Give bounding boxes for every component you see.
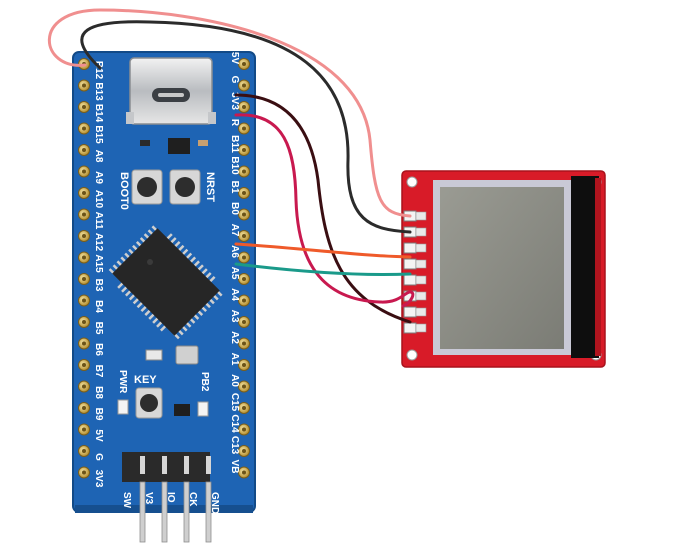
power-led-label: PWR — [117, 370, 128, 394]
right-pin-label: R — [229, 119, 240, 127]
reset-label: NRST — [204, 172, 216, 202]
right-pin-header — [238, 58, 250, 479]
left-pin-labels: B12B13B14B15A8A9A10A11A12A15B3B4B5B6B7B8… — [93, 61, 104, 488]
left-pin-label: B13 — [93, 82, 104, 101]
microcontroller-board: B12B13B14B15A8A9A10A11A12A15B3B4B5B6B7B8… — [72, 51, 256, 543]
transistor — [174, 404, 190, 416]
right-pin-label: B1 — [229, 181, 240, 194]
wire-3v3 — [234, 93, 412, 324]
boot-button[interactable] — [131, 169, 163, 205]
left-pin-label: B4 — [93, 300, 104, 313]
voltage-regulator — [168, 138, 190, 154]
right-pin-label: A3 — [229, 310, 240, 323]
right-pin-label: 5V — [229, 52, 240, 65]
left-pin-label: G — [93, 453, 104, 461]
right-pin-label: A5 — [229, 267, 240, 280]
left-pin-label: A9 — [93, 171, 104, 184]
left-pin-label: A15 — [93, 254, 104, 273]
lcd-mount-hole-bl — [406, 349, 418, 361]
swd-label: CK — [187, 492, 198, 507]
right-pin-label: C13 — [229, 436, 240, 455]
right-pin-label: 3V3 — [229, 92, 240, 110]
lcd-pin[interactable] — [403, 242, 417, 254]
left-pin-label: 5V — [93, 429, 104, 442]
left-pin-label: B5 — [93, 322, 104, 335]
right-pin-label: C15 — [229, 393, 240, 412]
lcd-pin[interactable] — [403, 274, 417, 286]
swd-label: SW — [121, 492, 132, 509]
right-pin-label: VB — [229, 460, 240, 474]
swd-label: GND — [209, 492, 220, 514]
crystal — [175, 345, 199, 365]
right-pin-label: A0 — [229, 374, 240, 387]
lcd-backlight-bar — [571, 176, 599, 358]
smd-resistor — [140, 140, 150, 146]
left-pin-label: B14 — [93, 104, 104, 123]
wire-reset — [234, 113, 415, 308]
smd-capacitor — [198, 140, 208, 146]
lcd-module-icon — [401, 170, 606, 368]
right-pin-label: A1 — [229, 353, 240, 366]
right-pin-label: B10 — [229, 156, 240, 175]
lcd-pin[interactable] — [403, 322, 417, 334]
wire-b12 — [47, 8, 412, 218]
right-pin-label: A2 — [229, 331, 240, 344]
right-pin-label: G — [229, 76, 240, 84]
jumper-wires — [47, 8, 415, 324]
left-pin-label: A8 — [93, 150, 104, 163]
swd-label: IO — [165, 492, 176, 503]
left-pin-label: B12 — [93, 61, 104, 80]
key-label: KEY — [134, 374, 157, 386]
left-pin-label: B3 — [93, 279, 104, 292]
right-pin-label: C14 — [229, 414, 240, 433]
lcd-side-trim — [595, 178, 601, 356]
swd-header: SW V3 IO CK GND — [121, 452, 220, 543]
left-pin-label: 3V3 — [93, 470, 104, 488]
user-led-label: PB2 — [199, 372, 210, 392]
left-pin-header — [78, 58, 90, 479]
left-pin-label: B6 — [93, 343, 104, 356]
wire-b0 — [234, 242, 412, 259]
left-pin-label: B7 — [93, 365, 104, 378]
user-led — [197, 401, 209, 417]
boot-label: BOOT0 — [118, 172, 130, 210]
usb-c-connector-icon[interactable] — [126, 57, 216, 125]
left-pin-label: B8 — [93, 386, 104, 399]
small-crystal — [145, 349, 163, 361]
left-pin-label: A10 — [93, 190, 104, 209]
right-pin-label: B11 — [229, 135, 240, 153]
right-pin-label: B0 — [229, 202, 240, 215]
reset-button[interactable] — [169, 169, 201, 205]
lcd-pin[interactable] — [403, 258, 417, 270]
lcd-glass — [440, 187, 564, 349]
user-key-button[interactable] — [135, 387, 163, 419]
swd-label: V3 — [143, 492, 154, 505]
lcd-mount-hole-tl — [406, 176, 418, 188]
right-pin-label: A7 — [229, 224, 240, 237]
right-pin-label: A4 — [229, 288, 240, 301]
left-pin-label: A12 — [93, 233, 104, 252]
left-pin-label: B15 — [93, 125, 104, 144]
wire-ground — [80, 20, 412, 234]
mcu-chip — [108, 225, 223, 340]
power-led — [117, 399, 129, 415]
right-pin-label: A6 — [229, 245, 240, 258]
wire-a7 — [234, 262, 412, 276]
left-pin-label: A11 — [93, 212, 104, 230]
lcd-pin[interactable] — [403, 306, 417, 318]
left-pin-label: B9 — [93, 408, 104, 421]
